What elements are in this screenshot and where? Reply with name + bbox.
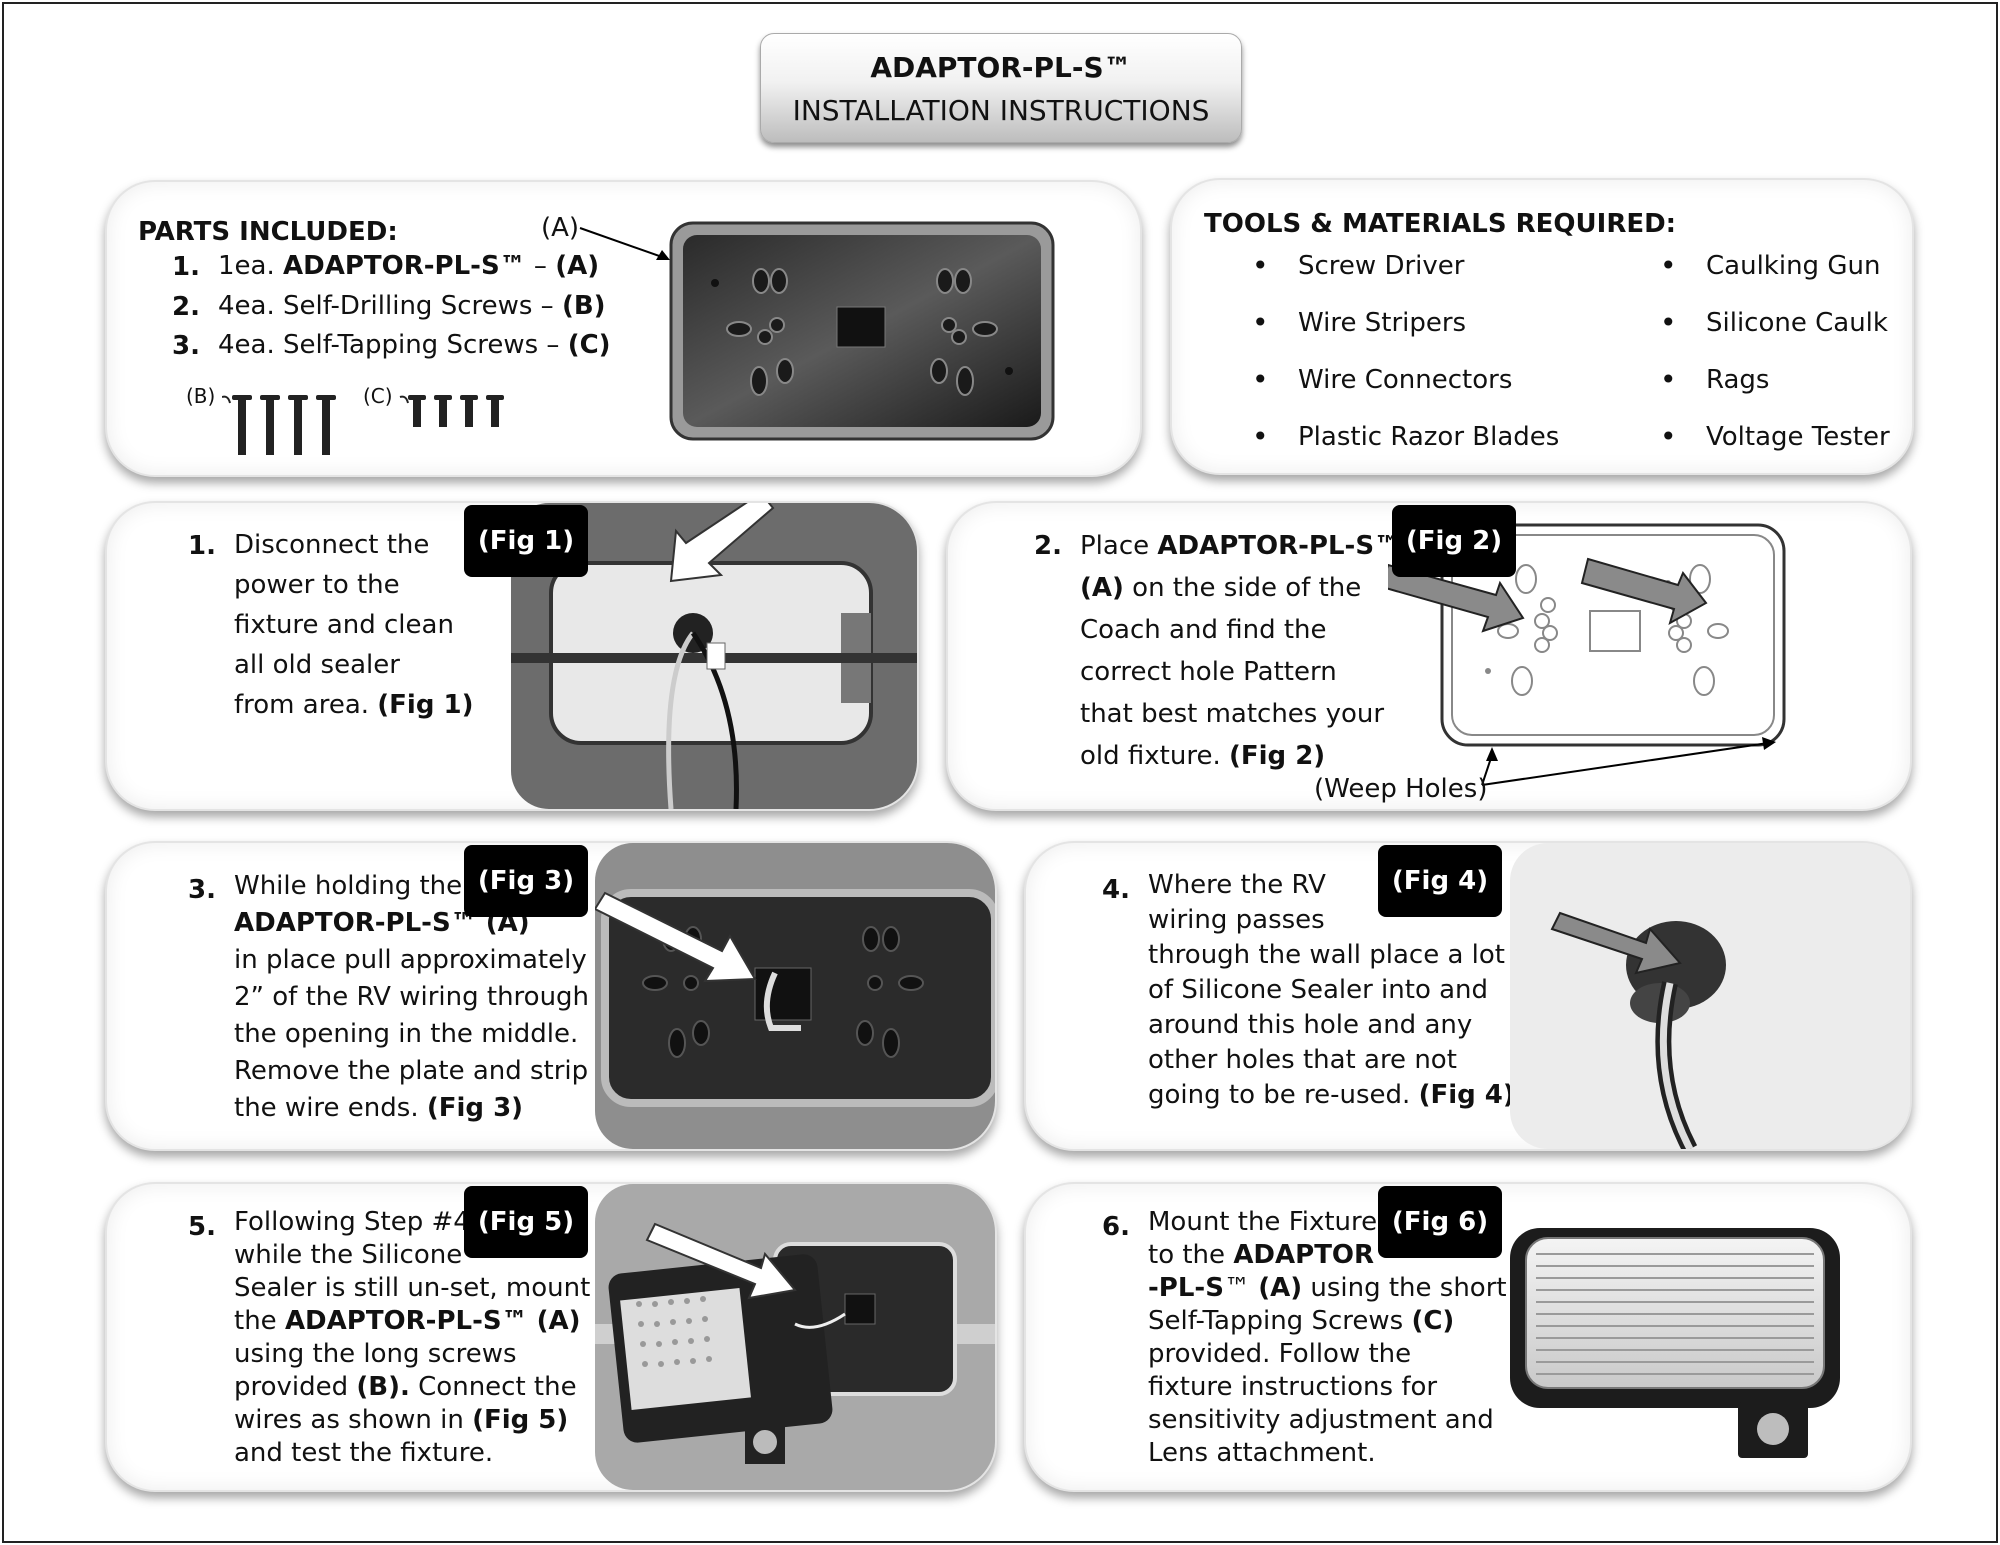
title-product: ADAPTOR-PL-S™ [870,51,1132,84]
fig-6-fixture-image [1510,1228,1840,1458]
parts-item-3-num: 3. [172,331,200,361]
adaptor-plate-image [669,221,1055,441]
parts-item-3: 4ea. Self-Tapping Screws – (C) [218,330,611,360]
parts-item-2-num: 2. [172,292,200,322]
step-4-text: Where the RV wiring passes through the w… [1148,870,1515,1110]
step-5-card: 5. Following Step #4 while the Silicone … [107,1184,995,1490]
fig-4-badge: (Fig 4) [1378,845,1502,917]
tool-item: Plastic Razor Blades [1252,417,1559,473]
fig-2-diagram [1440,523,1786,747]
fig-3-badge: (Fig 3) [464,845,588,917]
parts-heading: PARTS INCLUDED: [138,217,398,247]
tool-item: Voltage Tester [1660,417,1890,473]
step-6-card: 6. Mount the Fixture to the ADAPTOR -PL-… [1026,1184,1910,1490]
step-4-number: 4. [1102,875,1130,905]
step-2-text: Place ADAPTOR-PL-S™ (A) on the side of t… [1080,531,1401,771]
tools-card: TOOLS & MATERIALS REQUIRED: Screw Driver… [1172,180,1912,473]
weep-holes-label: (Weep Holes) [1314,774,1488,804]
step-5-number: 5. [188,1212,216,1242]
weep-holes-arrows [1481,737,1776,786]
step-6-text: Mount the Fixture to the ADAPTOR -PL-S™ … [1148,1207,1507,1468]
fig-5-badge: (Fig 5) [464,1186,588,1258]
parts-item-1: 1ea. ADAPTOR-PL-S™ – (A) [218,251,600,281]
step-5-text: Following Step #4 while the Silicone Sea… [234,1207,591,1468]
step-3-text: While holding the ADAPTOR-PL-S™ (A) in p… [234,871,590,1123]
tool-item: Wire Stripers [1252,303,1559,360]
step-3-card: 3. While holding the ADAPTOR-PL-S™ (A) i… [107,843,995,1149]
callout-a-arrow [579,227,670,260]
title-subtitle: INSTALLATION INSTRUCTIONS [792,94,1210,127]
step-6-number: 6. [1102,1212,1130,1242]
callout-a-label: (A) [541,213,580,243]
fig-1-badge: (Fig 1) [464,505,588,577]
step-1-number: 1. [188,531,216,561]
parts-item-2: 4ea. Self-Drilling Screws – (B) [218,291,606,321]
tools-list-col2: Caulking Gun Silicone Caulk Rags Voltage… [1660,246,1890,473]
title-badge: ADAPTOR-PL-S™ INSTALLATION INSTRUCTIONS [760,33,1242,143]
tool-item: Screw Driver [1252,246,1559,303]
fig-2-arrows [1388,557,1708,633]
screw-label-b: (B) [186,384,216,408]
step-1-card: 1. Disconnect the power to the fixture a… [107,503,917,809]
tool-item: Silicone Caulk [1660,303,1890,360]
screws-illustration [222,395,504,455]
parts-item-1-num: 1. [172,252,200,282]
fig-2-badge: (Fig 2) [1392,505,1516,577]
tool-item: Wire Connectors [1252,360,1559,417]
step-2-card: 2. Place ADAPTOR-PL-S™ (A) on the side o… [948,503,1910,809]
fig-4-image [1510,843,1910,1149]
parts-card: PARTS INCLUDED: (A) 1. 1ea. ADAPTOR-PL-S… [107,182,1140,475]
tools-list-col1: Screw Driver Wire Stripers Wire Connecto… [1252,246,1559,473]
fig-6-badge: (Fig 6) [1378,1186,1502,1258]
step-1-text: Disconnect the power to the fixture and … [234,530,474,720]
step-2-number: 2. [1034,531,1062,561]
tool-item: Caulking Gun [1660,246,1890,303]
tools-heading: TOOLS & MATERIALS REQUIRED: [1204,209,1677,239]
step-3-number: 3. [188,875,216,905]
step-4-card: 4. Where the RV wiring passes through th… [1026,843,1910,1149]
tool-item: Rags [1660,360,1890,417]
screw-label-c: (C) [363,384,393,408]
fig-3-image [595,843,995,1149]
fig-5-image [595,1184,995,1490]
